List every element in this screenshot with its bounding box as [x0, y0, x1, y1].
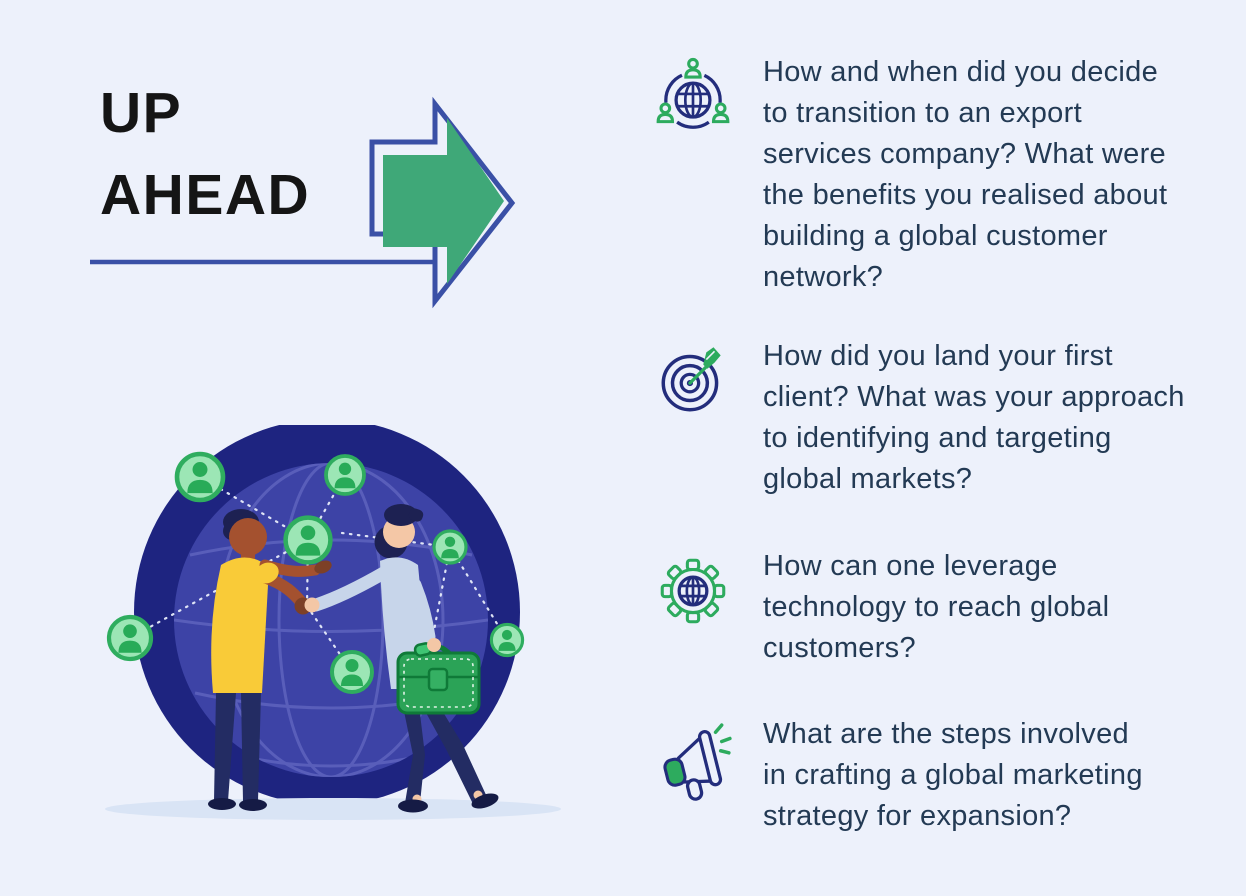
slide-title: UP AHEAD — [100, 81, 311, 227]
question-text: How can one leverage technology to reach… — [763, 550, 1110, 664]
user-avatar-badge — [330, 650, 374, 694]
user-avatar-badge — [489, 622, 525, 658]
target-dart-icon — [652, 338, 734, 420]
megaphone-icon — [652, 720, 734, 802]
question-text: How and when did you decide to transitio… — [763, 56, 1168, 293]
handshake-globe-illustration — [105, 425, 561, 820]
user-avatar-badge — [286, 518, 331, 563]
user-avatar-badge — [109, 617, 151, 659]
forward-arrow-graphic — [90, 96, 516, 309]
user-avatar-badge — [324, 454, 366, 496]
gear-globe-icon — [652, 550, 734, 632]
user-avatar-badge — [432, 529, 468, 565]
people-network-globe-icon — [652, 55, 734, 137]
user-avatar-badge — [177, 454, 223, 500]
arrow-fill — [383, 118, 504, 284]
question-text: How did you land your first client? What… — [763, 340, 1185, 495]
arrow-outline — [369, 96, 516, 309]
question-text: What are the steps involved in crafting … — [763, 718, 1143, 832]
left-man — [208, 509, 332, 811]
briefcase — [396, 638, 481, 715]
